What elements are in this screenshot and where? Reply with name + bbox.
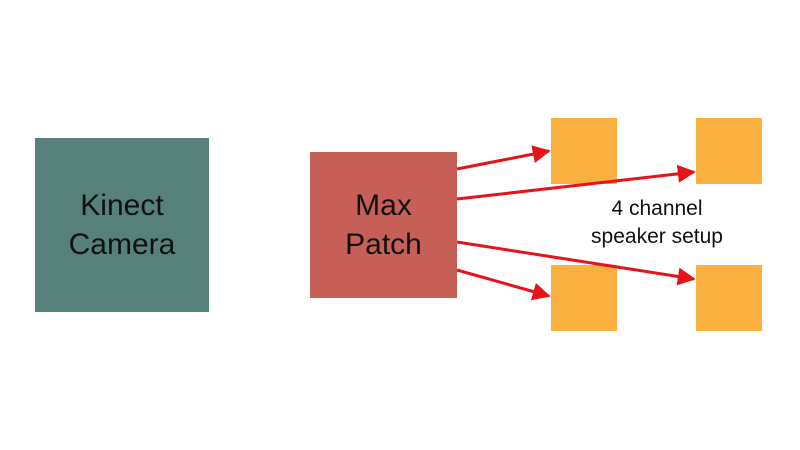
max-patch-label-line2: Patch	[345, 228, 422, 261]
kinect-camera-label-line2: Camera	[68, 228, 176, 261]
kinect-camera-label-line1: Kinect	[80, 189, 164, 222]
max-patch-label-line1: Max	[355, 189, 412, 222]
arrow-to-speaker-top-left	[456, 145, 551, 171]
max-patch-block: Max Patch	[310, 152, 457, 298]
speaker-caption-line2: speaker setup	[591, 225, 723, 248]
arrow-to-speaker-bottom-left	[456, 268, 551, 301]
speaker-bottom-right	[696, 265, 762, 331]
speaker-bottom-left	[551, 265, 617, 331]
speaker-setup-caption: 4 channel speaker setup	[562, 195, 752, 251]
kinect-camera-block: Kinect Camera	[35, 138, 209, 312]
speaker-top-left	[551, 118, 617, 184]
speaker-top-right	[696, 118, 762, 184]
speaker-caption-line1: 4 channel	[611, 197, 703, 220]
